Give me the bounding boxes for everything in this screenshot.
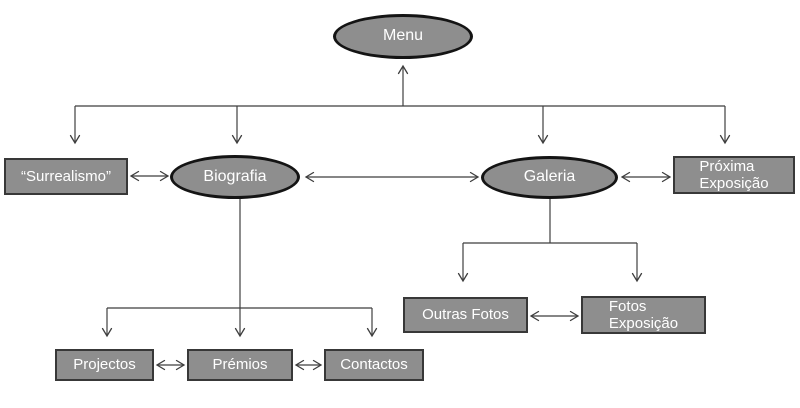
node-contactos-label: Contactos (340, 356, 408, 374)
node-outras-fotos-label: Outras Fotos (422, 306, 509, 324)
node-projectos-label: Projectos (73, 356, 136, 374)
node-proxima-exposicao-label: Próxima Exposição (699, 158, 768, 193)
node-fotos-exposicao: Fotos Exposição (581, 296, 706, 334)
proxima-line2: Exposição (699, 175, 769, 192)
node-projectos: Projectos (55, 349, 154, 381)
edge-menu-to-proxima (719, 106, 731, 145)
node-surrealismo-label: “Surrealismo” (20, 167, 111, 185)
node-galeria-label: Galeria (523, 168, 576, 186)
edge-menu-to-surrealismo (69, 106, 81, 145)
edge-premios-contactos (294, 359, 323, 371)
node-menu: Menu (333, 14, 473, 59)
edge-bus-to-menu (397, 64, 409, 106)
proxima-line1: Próxima (699, 157, 755, 175)
edge-menu-to-biografia (231, 106, 243, 145)
node-biografia: Biografia (170, 155, 300, 199)
node-fotos-exposicao-label: Fotos Exposição (609, 298, 678, 333)
edge-surrealismo-biografia (129, 170, 170, 182)
edge-menu-to-galeria (537, 106, 549, 145)
node-proxima-exposicao: Próxima Exposição (673, 156, 795, 194)
edge-biografia-galeria (304, 171, 480, 183)
fotosexp-line1: Fotos (608, 297, 647, 315)
node-menu-label: Menu (382, 27, 424, 45)
edge-projectos-premios (155, 359, 186, 371)
edge-galeria-to-outras (457, 243, 469, 283)
node-premios: Prémios (187, 349, 293, 381)
node-outras-fotos: Outras Fotos (403, 297, 528, 333)
edge-biografia-to-projectos (101, 308, 113, 338)
edge-outras-fotosexp (529, 310, 580, 322)
node-surrealismo: “Surrealismo” (4, 158, 128, 195)
node-biografia-label: Biografia (203, 167, 267, 185)
node-contactos: Contactos (324, 349, 424, 381)
node-galeria: Galeria (481, 156, 618, 199)
edge-galeria-proxima (620, 171, 672, 183)
edge-biografia-to-contactos (366, 308, 378, 338)
node-premios-label: Prémios (212, 356, 268, 374)
edge-galeria-to-fotosexp (631, 243, 643, 283)
fotosexp-line2: Exposição (608, 315, 679, 332)
edge-biografia-to-premios (234, 308, 246, 338)
